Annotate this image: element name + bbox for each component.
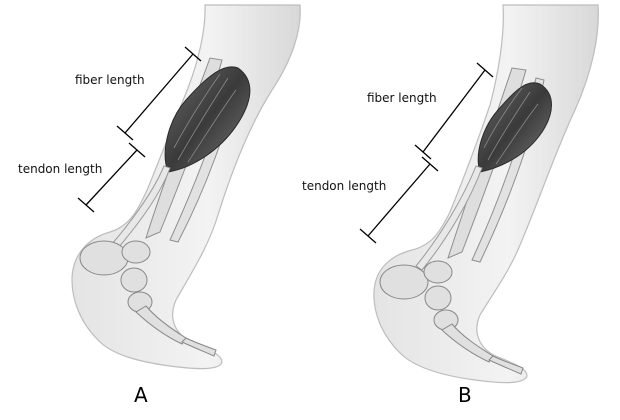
fiber-length-measure [414,62,494,160]
fiber-length-measure [116,46,202,141]
tendon-length-line [85,149,138,206]
fiber-length-cap-top [476,62,494,78]
talus [423,260,453,284]
fiber-length-label-b: fiber length [367,91,437,105]
tendon-length-cap-bottom [359,228,377,244]
foot-bones [379,260,524,375]
muscle-striation [173,73,237,163]
panel-letter-a: A [134,383,148,407]
foot-bones [79,240,217,357]
muscle-striation [483,87,539,165]
tendon-length-cap-top [128,142,146,158]
phalanges [488,355,524,375]
tendon-length-label-b: tendon length [302,179,386,193]
panel-letter-b: B [458,383,472,407]
tendon-length-cap-bottom [77,197,95,213]
fiber-length-line [422,69,486,153]
talus [121,240,151,264]
fiber-length-line [124,53,194,134]
navicular [120,267,148,293]
tendon-length-label-a: tendon length [18,162,102,176]
tendon-length-cap-top [421,156,439,172]
calcaneus [379,264,429,300]
panel-b: fiber length tendon length B [302,4,599,407]
leg-outline [71,4,301,370]
phalanges [181,337,217,357]
achilles-tendon [415,165,483,271]
panel-a: fiber length tendon length A [18,4,301,407]
tendon-length-measure [77,142,146,213]
tendon-length-measure [359,156,439,244]
fiber-length-cap-top [184,46,202,62]
fiber-length-cap-bottom [116,125,134,141]
calcaneus [79,240,129,276]
fiber-length-cap-bottom [414,144,432,160]
leg-outline [373,4,599,384]
fiber-length-label-a: fiber length [75,73,145,87]
navicular [424,285,452,311]
tendon-length-line [367,163,431,237]
